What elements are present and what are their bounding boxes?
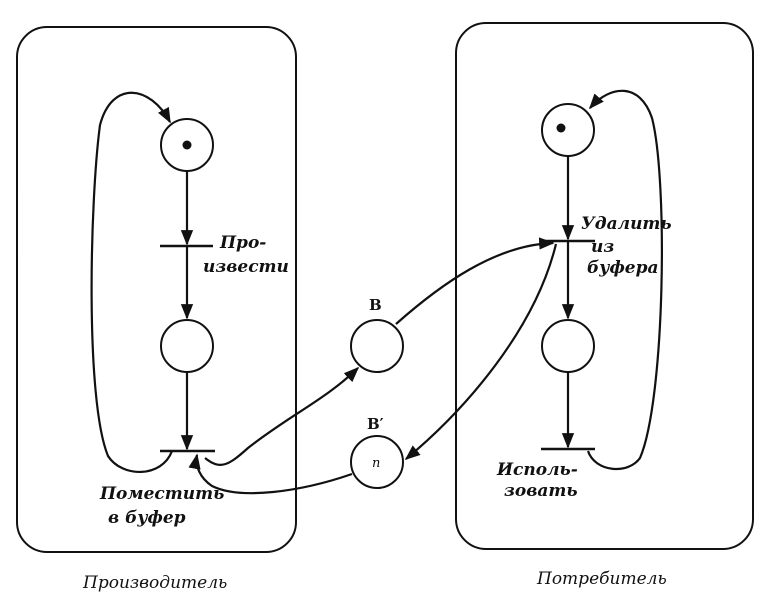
- place-b-prime: [350, 435, 404, 489]
- producer-caption: Производитель: [82, 573, 227, 593]
- arc-use-loop-back: [586, 89, 663, 471]
- label-remove-line1: Удалить: [581, 214, 672, 234]
- label-remove-line2: из: [591, 237, 614, 257]
- token-dot: [556, 123, 566, 133]
- consumer-place-removed: [541, 319, 595, 373]
- consumer-caption: Потребитель: [536, 569, 667, 589]
- label-produce-line2: извести: [203, 257, 289, 277]
- label-produce-line1: Про-: [219, 233, 266, 253]
- place-b-prime-tokens: n: [372, 456, 380, 471]
- consumer-place-ready: [541, 103, 595, 157]
- arc-put-to-b: [204, 366, 360, 466]
- label-use-line1: Исполь-: [496, 460, 578, 480]
- place-b-label: B: [369, 296, 382, 314]
- place-b-prime-label: B′: [367, 415, 384, 433]
- label-use-line2: зовать: [504, 481, 578, 501]
- arc-b-prime-to-put: [188, 453, 353, 495]
- consumer-box: [455, 22, 754, 550]
- producer-box: [16, 26, 297, 553]
- arc-b-to-remove: [395, 237, 555, 325]
- producer-place-produced: [160, 319, 214, 373]
- place-b: [350, 319, 404, 373]
- token-dot: [182, 140, 192, 150]
- label-remove-line3: буфера: [587, 258, 659, 278]
- arc-put-loop-back: [90, 91, 174, 473]
- label-put-line1: Поместить: [99, 484, 224, 504]
- arc-remove-to-b-prime: [404, 243, 558, 460]
- label-put-line2: в буфер: [108, 508, 186, 528]
